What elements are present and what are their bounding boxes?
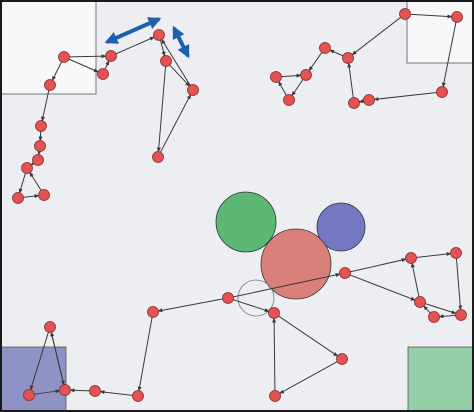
edge	[329, 49, 344, 57]
highlight-arrow	[172, 25, 190, 59]
edge	[410, 262, 420, 298]
node	[21, 162, 33, 174]
edge	[373, 92, 438, 101]
edge	[169, 64, 190, 87]
node	[147, 306, 159, 318]
edge	[349, 274, 416, 301]
node	[283, 94, 295, 106]
node	[58, 51, 70, 63]
node	[455, 309, 467, 321]
node	[268, 307, 280, 319]
node	[399, 8, 411, 20]
edge	[161, 38, 191, 87]
edge	[455, 257, 463, 311]
edge	[280, 73, 302, 78]
node	[342, 52, 354, 64]
edge	[18, 172, 27, 194]
obstacle-green	[215, 191, 277, 253]
node	[270, 71, 282, 83]
node	[35, 120, 47, 132]
edge	[278, 80, 287, 96]
node	[59, 384, 71, 396]
highlight-arrows	[104, 17, 190, 59]
edge	[424, 303, 457, 315]
node	[44, 321, 56, 333]
edge	[291, 78, 304, 97]
edge	[68, 58, 99, 73]
node	[44, 79, 56, 91]
node	[34, 140, 46, 152]
edge	[99, 390, 134, 396]
highlight-arrow	[104, 17, 162, 44]
bottom-right-zone	[407, 346, 474, 412]
edge	[68, 54, 107, 59]
node	[451, 11, 463, 23]
edge	[277, 315, 339, 357]
node	[187, 84, 199, 96]
nodes	[12, 8, 467, 402]
node	[97, 68, 109, 80]
obstacle-blue	[316, 202, 366, 252]
node	[23, 389, 35, 401]
edge	[51, 61, 63, 81]
edge	[29, 171, 42, 192]
edge	[438, 314, 457, 319]
edge	[137, 316, 153, 392]
node	[269, 390, 281, 402]
node	[38, 189, 50, 201]
top-right-region	[406, 0, 474, 64]
edges	[18, 13, 463, 396]
node	[160, 55, 172, 67]
node	[105, 50, 117, 62]
edge	[232, 299, 270, 312]
edge	[159, 93, 192, 153]
node	[450, 247, 462, 259]
edge	[272, 317, 277, 392]
edge	[69, 388, 91, 393]
edge	[347, 62, 354, 99]
node	[32, 154, 44, 166]
node	[363, 94, 375, 106]
node	[319, 42, 331, 54]
edge	[415, 252, 452, 258]
edge	[349, 258, 407, 273]
node	[339, 267, 351, 279]
edge	[441, 21, 457, 88]
edge	[278, 360, 338, 395]
edge	[423, 305, 431, 314]
edge	[351, 16, 402, 56]
node	[89, 385, 101, 397]
edge	[232, 273, 341, 298]
node	[153, 29, 165, 41]
edge	[50, 331, 65, 386]
edge	[156, 65, 167, 153]
node	[436, 86, 448, 98]
edge	[157, 298, 224, 313]
edge	[33, 389, 61, 395]
top-left-region	[0, 0, 97, 95]
node	[222, 292, 234, 304]
node	[428, 311, 440, 323]
edge	[29, 331, 50, 391]
node	[152, 151, 164, 163]
edge	[104, 60, 110, 70]
node	[336, 353, 348, 365]
edge	[409, 13, 453, 19]
node	[405, 252, 417, 264]
node	[132, 390, 144, 402]
node	[12, 192, 24, 204]
edge	[308, 51, 323, 72]
node	[414, 296, 426, 308]
node	[300, 69, 312, 81]
empty-circle	[237, 279, 275, 317]
edge	[22, 194, 40, 199]
node	[348, 97, 360, 109]
edge	[38, 130, 43, 142]
obstacle-red	[260, 228, 332, 300]
edge	[41, 89, 50, 122]
